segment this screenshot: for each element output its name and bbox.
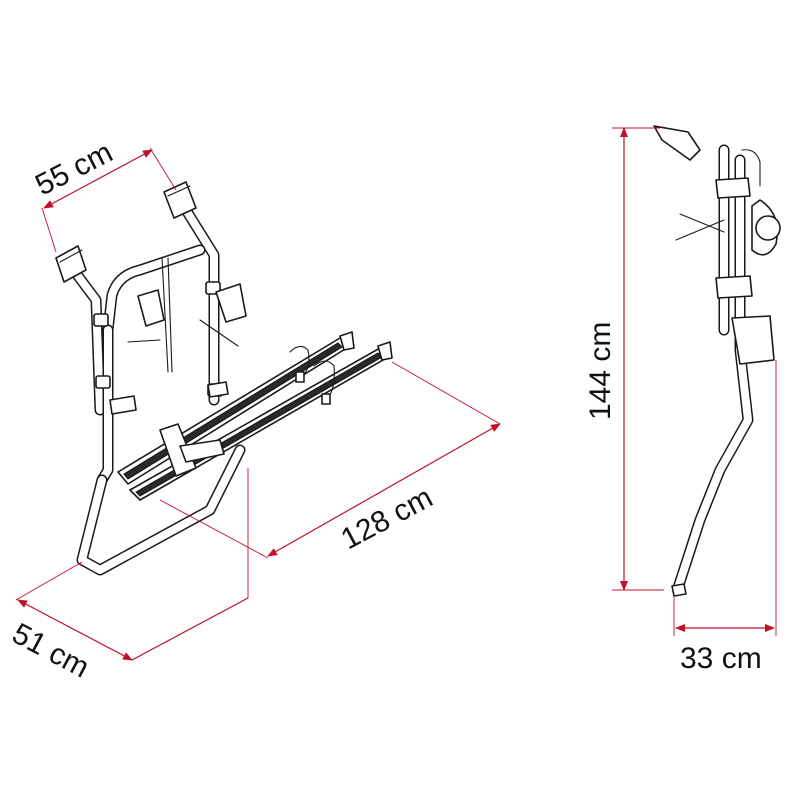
label-depth-bottom: 51 cm: [7, 617, 95, 684]
rack-perspective-view: [55, 181, 393, 576]
top-hook-right: [163, 181, 197, 219]
label-height: 144 cm: [584, 322, 617, 420]
dimension-width-top: [41, 147, 177, 253]
rack-side-view: [653, 125, 781, 597]
top-hook-left: [55, 245, 87, 283]
dimension-height: [612, 127, 664, 591]
strap-clamps: [93, 257, 247, 415]
dimension-side-depth: [673, 360, 777, 636]
label-length: 128 cm: [336, 481, 438, 556]
dimension-length: [159, 361, 501, 559]
label-side-depth: 33 cm: [680, 642, 762, 675]
wheel-rails: [117, 331, 393, 501]
dimension-depth-bottom: [15, 468, 249, 661]
